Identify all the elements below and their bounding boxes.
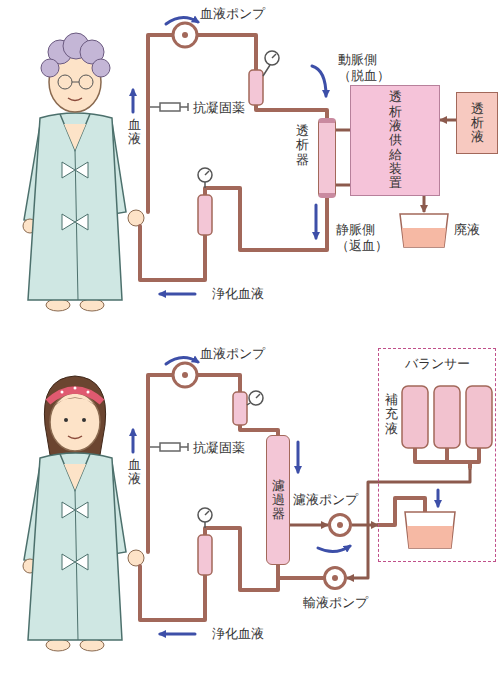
patient-figure <box>23 33 144 311</box>
node-label: 濾液ポンプ <box>293 492 358 508</box>
node-label: 透析液 <box>471 102 484 145</box>
filtrate-pump: 濾液ポンプ <box>328 513 352 537</box>
node-label: 廃液 <box>454 222 480 238</box>
tube-connector <box>440 119 456 122</box>
node-label: 輸液ポンプ <box>303 595 368 611</box>
pump-label: 血液ポンプ <box>200 6 265 22</box>
drip-chamber <box>198 70 263 575</box>
node-label: 透析液供給装置 <box>389 90 402 190</box>
group-heading: バランサー <box>405 356 470 372</box>
balancer-box: バランサー補充液 <box>378 348 496 562</box>
hemofilter: 濾過器 <box>266 435 290 565</box>
flow-label: 浄化血液 <box>212 626 264 642</box>
flow-arrow <box>133 17 438 634</box>
flow-label: 血液 <box>128 118 141 147</box>
blood-tubing <box>140 35 479 620</box>
patient-figure <box>23 376 144 651</box>
tube-connector <box>336 129 350 132</box>
replacement-fluid: 補充液 <box>383 379 493 469</box>
tube-connector <box>352 524 378 527</box>
pump-roller <box>332 575 338 581</box>
syringe <box>150 103 188 451</box>
tube-connector <box>290 524 328 527</box>
tube-connector <box>336 184 350 187</box>
dialyzer: 透析器 <box>296 118 336 198</box>
side-label: 動脈側 （脱血） <box>338 52 398 83</box>
waste-bucket <box>400 214 455 548</box>
fluid-bag <box>402 386 492 448</box>
drug-label: 抗凝固薬 <box>193 100 245 116</box>
node-label: 濾過器 <box>272 479 285 522</box>
dialysate-tank: 透析液 <box>456 92 498 154</box>
node-label: 透析器 <box>296 124 309 167</box>
dialyzer-cylinder <box>318 118 336 198</box>
pump-label: 血液ポンプ <box>200 346 265 362</box>
flow-label: 血液 <box>128 458 141 487</box>
flow-label: 浄化血液 <box>212 286 264 302</box>
blood-pump <box>173 23 197 387</box>
dialysate-supply-unit: 透析液供給装置 <box>350 85 440 196</box>
pump-roller <box>337 522 343 528</box>
tube-connector <box>423 196 426 212</box>
waste-container: 廃液 <box>398 212 493 248</box>
node-label: 補充液 <box>385 393 398 436</box>
drug-label: 抗凝固薬 <box>193 440 245 456</box>
infusion-pump: 輸液ポンプ <box>323 566 347 590</box>
side-label: 静脈側 （返血） <box>336 222 396 253</box>
